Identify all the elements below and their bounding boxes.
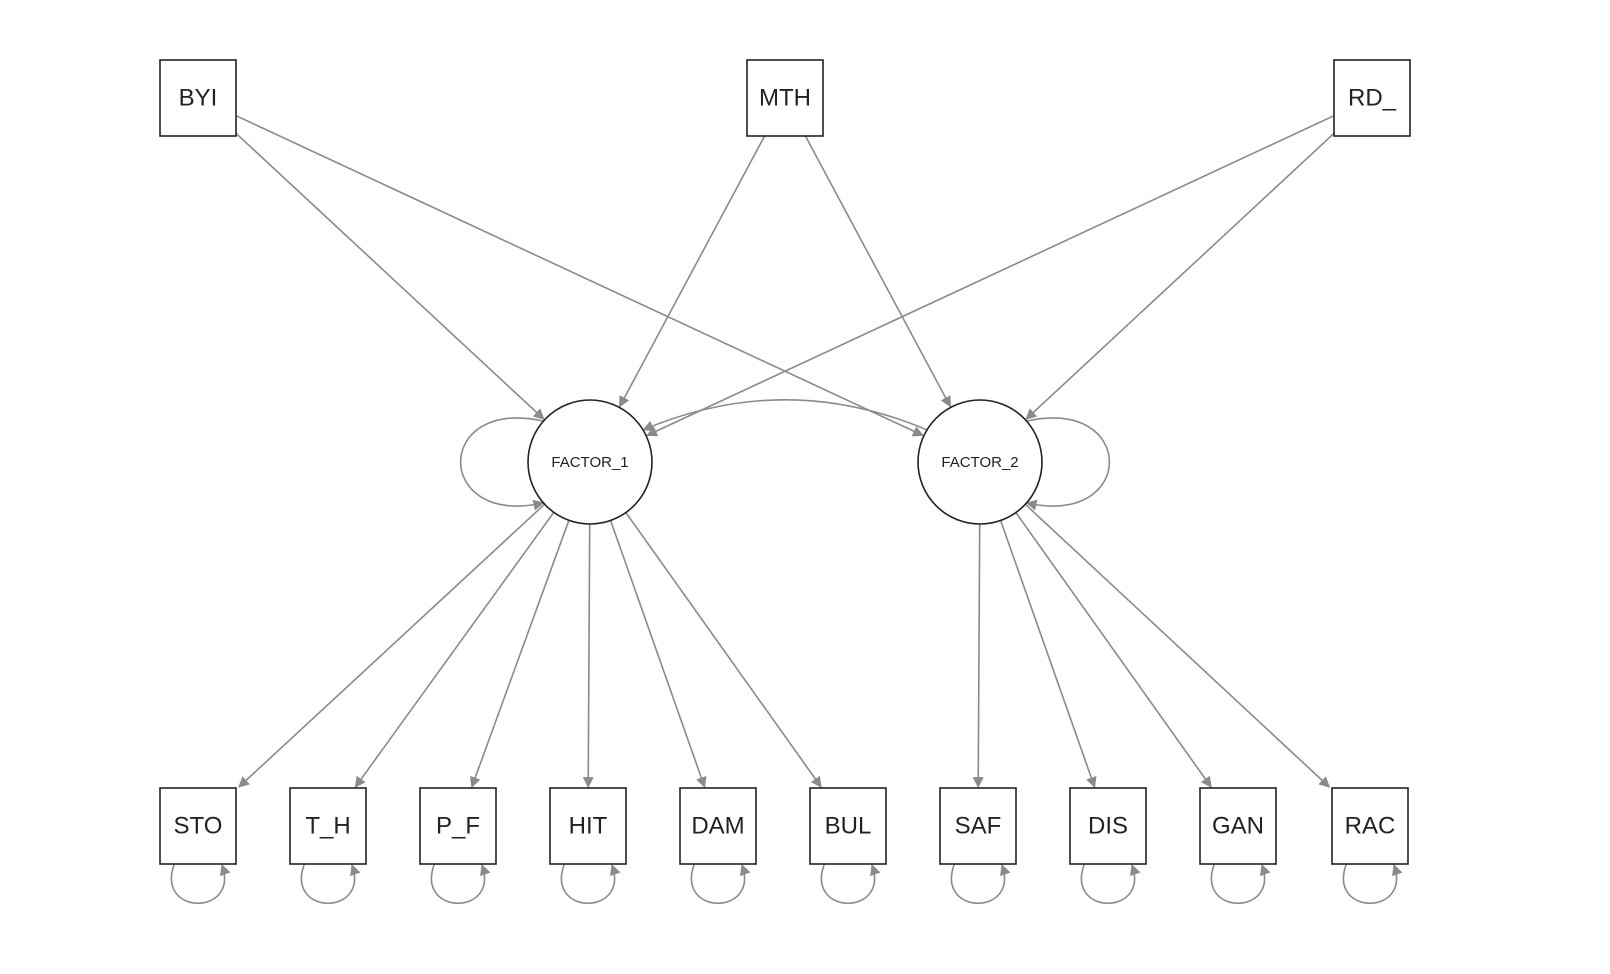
loading-path-factor-2-to-saf — [972, 523, 984, 789]
variable-label: RAC — [1345, 812, 1396, 839]
residual-loop-dam — [690, 853, 751, 905]
variable-box — [809, 787, 887, 865]
variable-box — [549, 787, 627, 865]
indicator-variable-rac: RAC — [1331, 787, 1409, 865]
residual-loop-gan — [1210, 853, 1271, 905]
variable-box — [289, 787, 367, 865]
loading-path-factor-1-to-hit — [582, 523, 594, 789]
indicator-variable-saf: SAF — [939, 787, 1017, 865]
variable-label: P_F — [436, 812, 480, 839]
variable-label: HIT — [569, 812, 608, 839]
residual-loop-saf — [950, 853, 1011, 905]
variable-label: GAN — [1212, 812, 1264, 839]
latent-label: FACTOR_1 — [551, 454, 628, 471]
variable-label: RD_ — [1348, 84, 1397, 111]
variable-label: T_H — [305, 812, 350, 839]
residual-loop-t-h — [300, 853, 361, 905]
exogenous-variable-rd: RD_ — [1333, 59, 1411, 137]
nodes-layer: BYI MTH RD_ STO T_H P_F HIT DAM BUL SAF DIS GAN RAC F… — [159, 59, 1411, 865]
variable-box — [939, 787, 1017, 865]
loading-path-factor-2-to-gan — [1015, 512, 1212, 788]
indicator-variable-sto: STO — [159, 787, 237, 865]
loading-path-factor-1-to-p-f — [470, 520, 570, 789]
variable-label: DAM — [691, 812, 744, 839]
variable-label: BUL — [825, 812, 872, 839]
latent-factor-factor-2: FACTOR_2 — [917, 399, 1043, 525]
variable-box — [679, 787, 757, 865]
residual-loop-rac — [1342, 853, 1403, 905]
loading-path-factor-1-to-bul — [625, 512, 822, 788]
indicator-variable-t-h: T_H — [289, 787, 367, 865]
latent-label: FACTOR_2 — [941, 454, 1018, 471]
regression-path-rd-to-factor-2 — [1025, 132, 1335, 420]
variable-label: SAF — [955, 812, 1002, 839]
regression-path-byi-to-factor-2 — [235, 114, 924, 437]
variable-box — [419, 787, 497, 865]
loading-path-factor-1-to-sto — [238, 503, 546, 788]
variable-box — [1333, 59, 1411, 137]
indicator-variable-dis: DIS — [1069, 787, 1147, 865]
latent-circle — [527, 399, 653, 525]
indicator-variable-dam: DAM — [679, 787, 757, 865]
regression-path-rd-to-factor-1 — [646, 114, 1335, 437]
variable-box — [1069, 787, 1147, 865]
variable-box — [746, 59, 824, 137]
loading-path-factor-1-to-t-h — [354, 511, 555, 788]
variable-label: STO — [174, 812, 223, 839]
covariance-path-factor-1-factor-2 — [642, 398, 938, 439]
variable-box — [1199, 787, 1277, 865]
residual-loop-dis — [1080, 853, 1141, 905]
residual-loop-sto — [170, 853, 231, 905]
loading-path-factor-2-to-dis — [999, 520, 1097, 789]
variable-label: DIS — [1088, 812, 1128, 839]
variable-box — [1331, 787, 1409, 865]
variable-box — [159, 59, 237, 137]
regression-path-byi-to-factor-1 — [235, 132, 545, 420]
variable-box — [159, 787, 237, 865]
regression-path-mth-to-factor-2 — [804, 135, 952, 408]
regression-path-mth-to-factor-1 — [618, 135, 766, 408]
variance-loop-factor-2 — [1015, 417, 1110, 511]
exogenous-variable-byi: BYI — [159, 59, 237, 137]
latent-factor-factor-1: FACTOR_1 — [527, 399, 653, 525]
indicator-variable-hit: HIT — [549, 787, 627, 865]
variable-label: BYI — [179, 84, 218, 111]
residual-loop-p-f — [430, 853, 491, 905]
loading-path-factor-2-to-rac — [1024, 503, 1331, 788]
loading-path-factor-1-to-dam — [609, 520, 707, 789]
latent-circle — [917, 399, 1043, 525]
exogenous-variable-mth: MTH — [746, 59, 824, 137]
indicator-variable-bul: BUL — [809, 787, 887, 865]
indicator-variable-gan: GAN — [1199, 787, 1277, 865]
variable-label: MTH — [759, 84, 811, 111]
paths-layer — [170, 114, 1403, 905]
variance-loop-factor-1 — [460, 417, 555, 511]
indicator-variable-p-f: P_F — [419, 787, 497, 865]
residual-loop-bul — [820, 853, 881, 905]
residual-loop-hit — [560, 853, 621, 905]
